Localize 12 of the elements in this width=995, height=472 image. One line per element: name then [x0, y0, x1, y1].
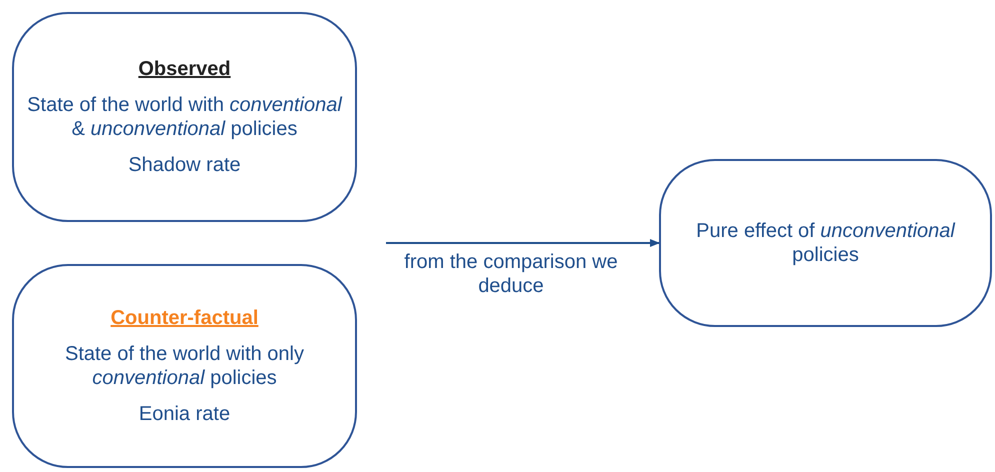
- arrow: [386, 239, 660, 247]
- heading: Counter-factual: [110, 306, 258, 330]
- edge-label: from the comparison we deduce: [403, 250, 619, 298]
- description: State of the world with only conventional policies: [64, 342, 305, 390]
- rounded-box: [12, 12, 357, 222]
- rounded-box: [659, 159, 992, 327]
- description: State of the world with conventional & unconventional policies: [26, 93, 343, 141]
- description: Pure effect of unconventional policies: [695, 219, 956, 267]
- rounded-box: [12, 264, 357, 468]
- rate-label: Shadow rate: [128, 153, 241, 177]
- rate-label: Eonia rate: [138, 402, 230, 426]
- heading: Observed: [138, 57, 231, 81]
